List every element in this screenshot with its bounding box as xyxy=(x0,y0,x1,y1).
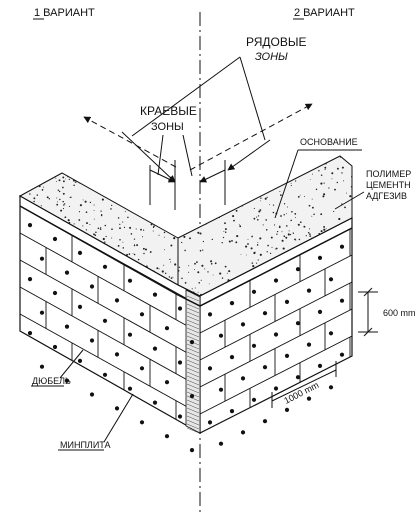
concrete-speckles xyxy=(29,156,353,296)
variant-2-label: 2 ВАРИАНТ xyxy=(294,7,355,19)
edge-zone-dimension-lines xyxy=(121,131,271,210)
adhesive-label-line1: ПОЛИМЕР xyxy=(366,169,411,179)
adhesive-layer-strip xyxy=(185,289,201,434)
variant-1-label: 1 ВАРИАНТ xyxy=(34,7,95,19)
adhesive-hatch xyxy=(186,295,200,434)
adhesive-label-line2: ЦЕМЕНТН xyxy=(366,180,411,190)
top-edge-border xyxy=(19,205,353,307)
base-leader xyxy=(274,149,299,219)
zone-leader-lines xyxy=(131,56,266,177)
dowels xyxy=(27,223,345,453)
dowel-label: ДЮБЕЛЬ xyxy=(32,376,71,386)
row-zones-label-line1: РЯДОВЫЕ xyxy=(246,35,307,49)
right-direction-arrow xyxy=(189,103,313,171)
mineral-plate-leader xyxy=(103,393,134,443)
mineral-plate-label: МИНПЛИТА xyxy=(60,440,111,450)
dimension-600-label: 600 mm xyxy=(383,308,416,318)
left-direction-arrow xyxy=(83,116,177,168)
edge-zones-label-line1: КРАЕВЫЕ xyxy=(140,104,197,118)
dimension-600 xyxy=(358,287,378,337)
dimension-1000 xyxy=(271,361,337,408)
edge-zones-label-line2: ЗОНЫ xyxy=(151,121,184,133)
dowel-leader xyxy=(59,349,84,379)
adhesive-leader xyxy=(334,191,365,210)
row-zones-label-line2: ЗОНЫ xyxy=(255,51,288,63)
adhesive-label-line3: АДГЕЗИВ xyxy=(366,191,407,201)
base-label: ОСНОВАНИЕ xyxy=(300,137,358,147)
